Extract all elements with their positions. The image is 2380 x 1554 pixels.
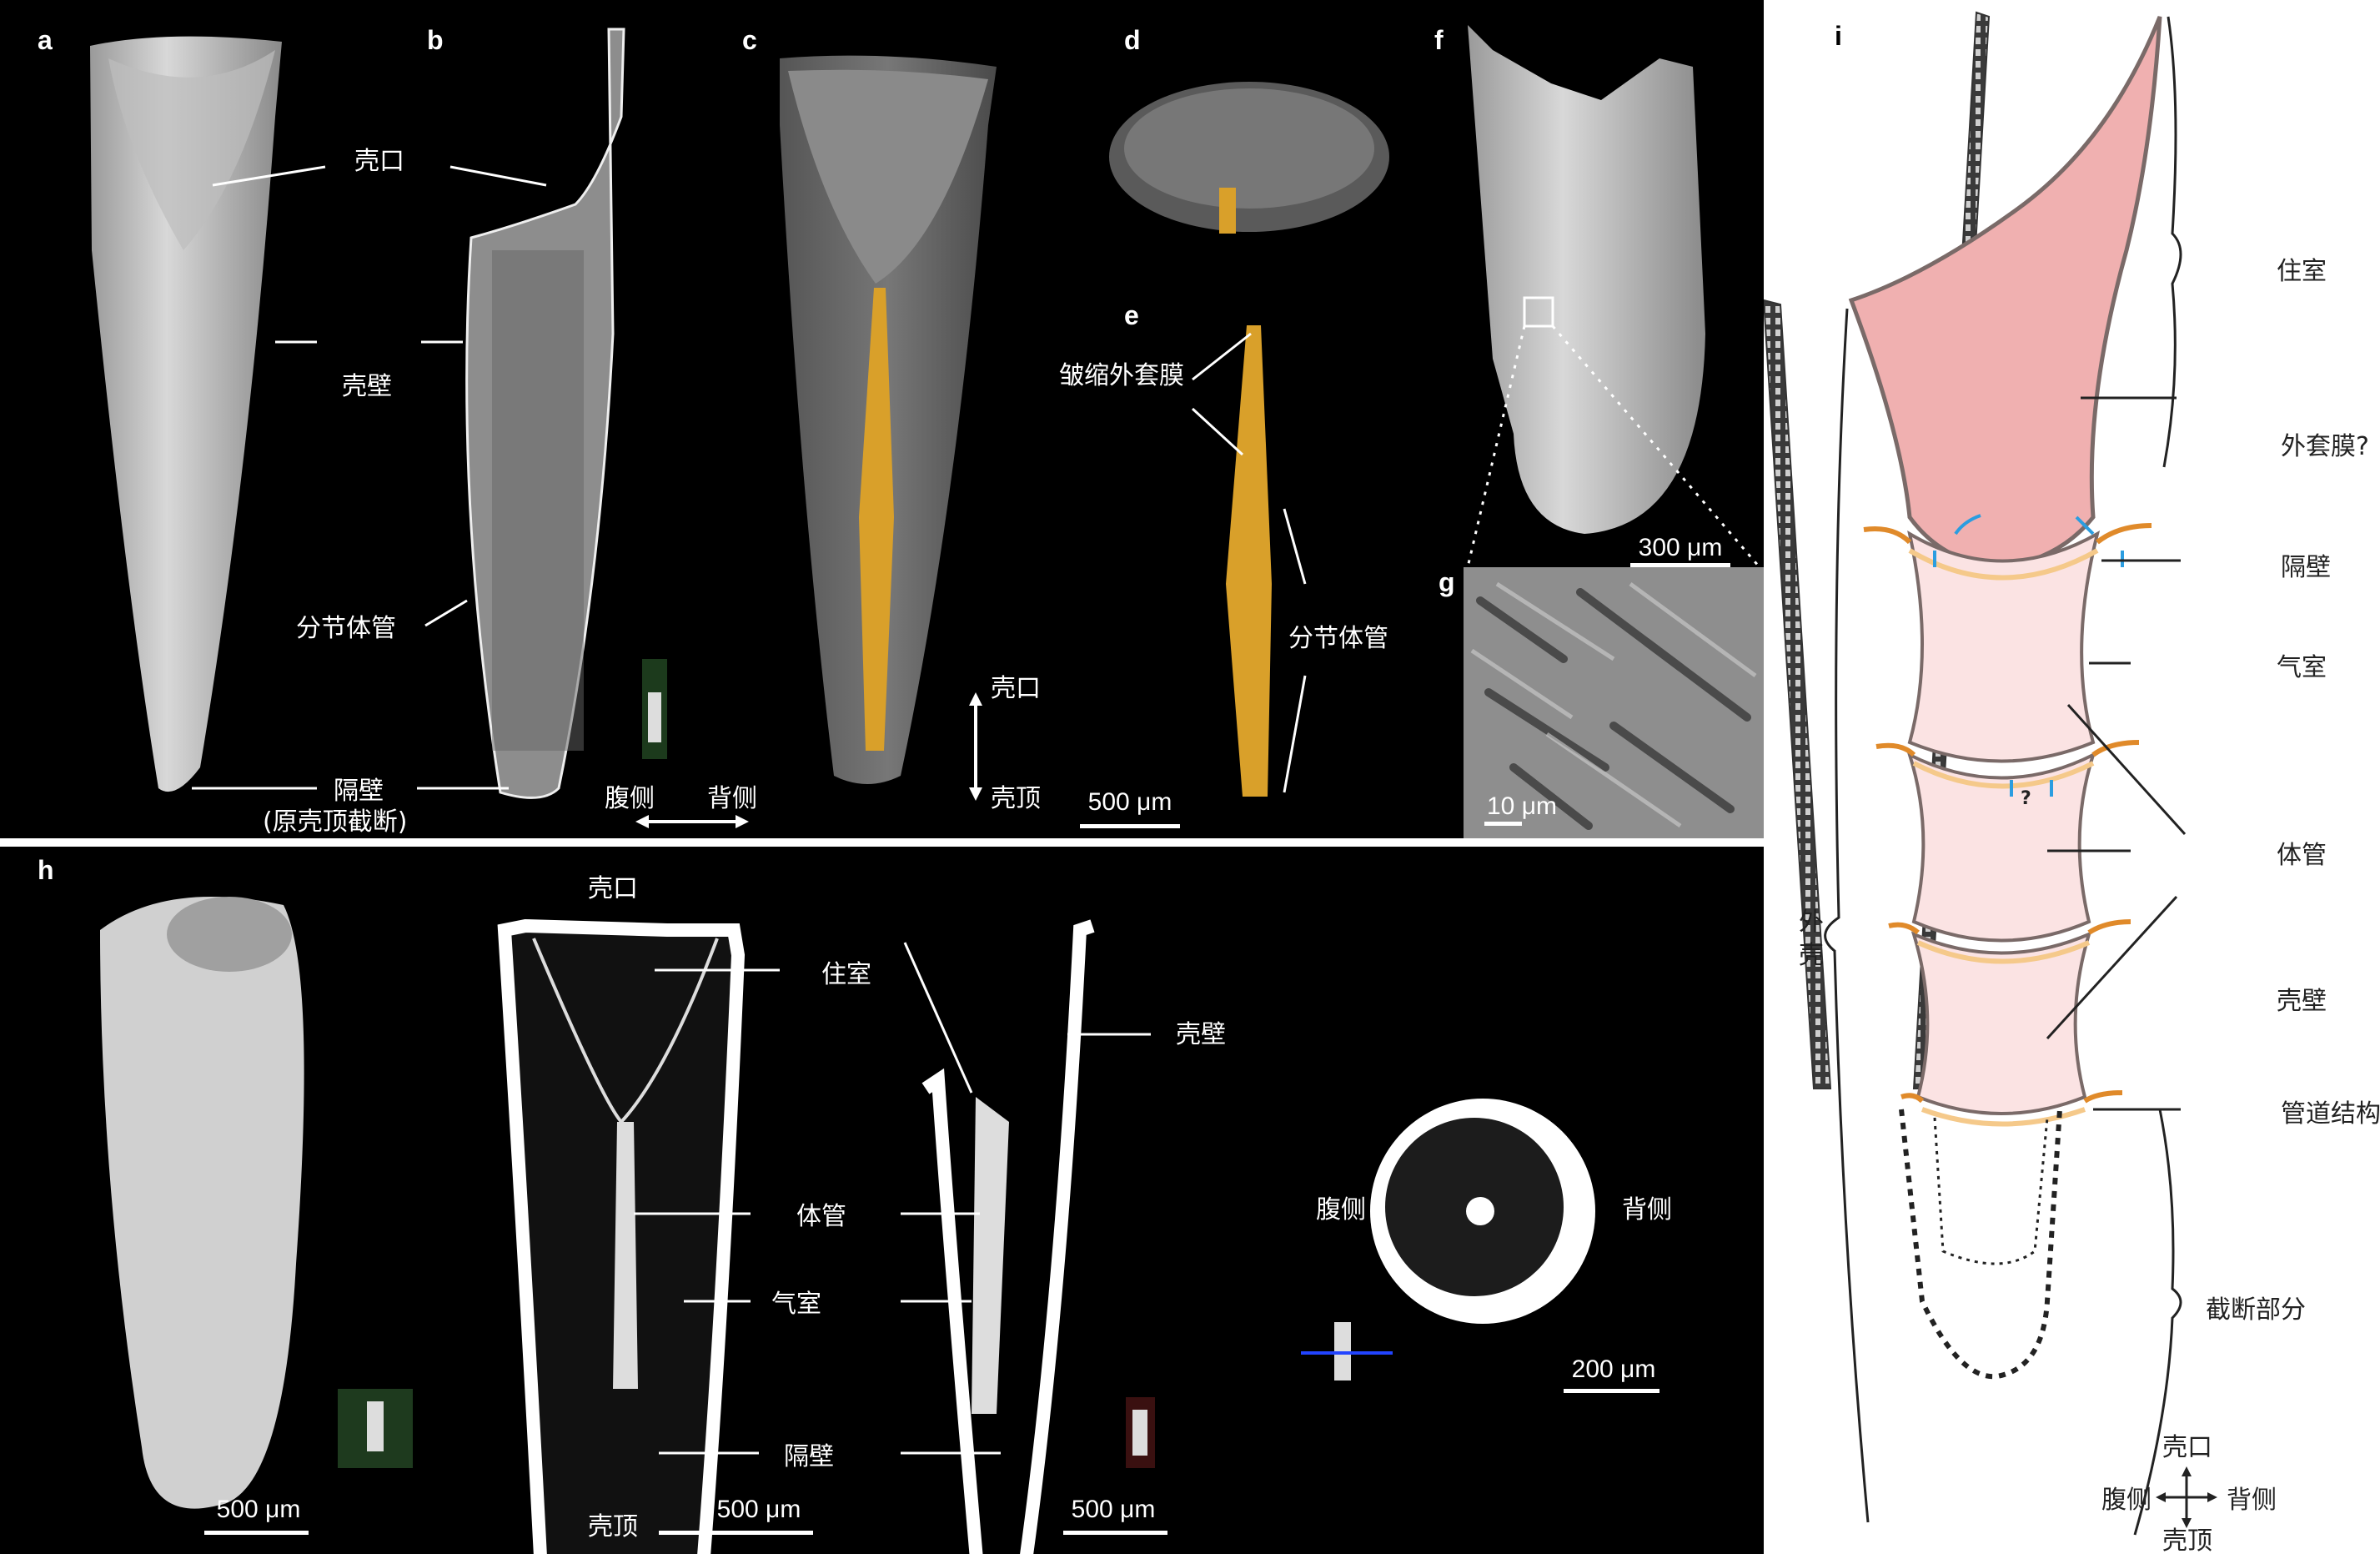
panel-label-c: c [742,25,757,55]
scale-label-f: 300 μm [1638,534,1723,561]
label-living-chamber-h: 住室 [821,960,871,989]
label-camera-h: 气室 [771,1290,821,1319]
label-septum-i: 隔壁 [2281,553,2331,582]
scale-label-h2: 500 μm [716,1496,801,1523]
panel-label-h: h [38,855,54,885]
label-wall-a: 壳壁 [342,372,392,401]
section-h2 [921,919,1095,1554]
panel-h: h 壳口 住室 壳壁 体管 气室 隔壁 壳顶 腹侧 背侧 500 μm 500 … [0,847,1764,1554]
scale-bar-f [1630,563,1730,567]
panel-label-g: g [1439,567,1455,597]
label-outer-shell-1: 外 [1799,908,1824,937]
label-aperture-h: 壳口 [588,874,638,903]
label-living-chamber-i: 住室 [2277,257,2327,286]
label-question: ? [2021,788,2031,809]
panel-label-a: a [38,25,53,55]
specimen-f [1468,25,1705,534]
panel-i: i 住室 外套膜? 隔壁 气室 体管 壳壁 管道结构 外 壳 截断部分 ? 壳口… [1764,0,2380,1554]
panel-g-texture [1464,567,1764,838]
panel-h-graphics [100,897,1595,1554]
label-wall-h: 壳壁 [1176,1020,1226,1049]
label-siphuncle-h: 体管 [796,1202,846,1231]
label-septum-h: 隔壁 [784,1442,834,1471]
panel-label-f: f [1434,25,1444,55]
camera-2 [1906,752,2096,943]
label-wall-i: 壳壁 [2277,987,2327,1016]
label-truncated-i: 截断部分 [2206,1295,2306,1325]
siphuncle-c [859,288,894,751]
panel-label-b: b [427,25,444,55]
siphuncle-e [1226,325,1272,797]
label-siphuncle-i: 体管 [2277,841,2327,870]
label-septum-a: 隔壁 [334,777,384,806]
label-wrinkled-mantle: 皱缩外套膜 [1059,361,1184,390]
camera-1 [1907,530,2101,763]
scale-bar-g [1484,822,1522,826]
label-septum-note: (原壳顶截断) [263,807,408,837]
label-ventral-top: 腹侧 [605,784,655,813]
label-dorsal-top: 背侧 [707,784,757,813]
scale-label-ce: 500 μm [1087,788,1172,816]
scale-bar-h4 [1564,1389,1659,1393]
label-aperture-arrow: 壳口 [991,674,1041,703]
panel-label-e: e [1124,300,1139,330]
truncated-outline [1899,1109,2062,1380]
specimen-h-3d [100,897,304,1509]
living-chamber-fill [1848,16,2162,570]
specimen-a [90,36,282,792]
label-ventral-h: 腹侧 [1316,1195,1366,1225]
scale-bar-h3 [1063,1531,1167,1535]
panel-label-i: i [1835,21,1842,51]
panel-label-d: d [1124,25,1141,55]
label-siphuncle-e: 分节体管 [1288,624,1388,653]
scale-bar-ce [1080,824,1180,828]
compass-up: 壳口 [2162,1433,2212,1462]
scale-label-h1: 500 μm [216,1496,301,1523]
label-outer-shell-2: 壳 [1799,941,1824,970]
panel-g: 10 μm [1464,567,1764,838]
panel-top: a b c d e f g 壳口 壳壁 分节体管 隔壁 (原壳顶截断) 腹侧 背… [0,0,1764,838]
label-mantle-i: 外套膜? [2281,432,2369,461]
scale-label-g: 10 μm [1487,792,1557,820]
label-dorsal-h: 背侧 [1622,1195,1672,1225]
scale-bar-h2 [659,1531,813,1535]
scale-label-h3: 500 μm [1071,1496,1156,1523]
shell-wall-left [1764,299,1832,1089]
label-apex-h: 壳顶 [588,1512,638,1541]
camera-3 [1911,931,2092,1115]
panel-i-diagram [1764,11,2217,1536]
panel-top-graphics [90,25,1761,828]
scale-bar-h1 [204,1531,309,1535]
label-aperture-a: 壳口 [354,147,404,176]
compass-left: 腹侧 [2101,1486,2152,1515]
compass-down: 壳顶 [2162,1526,2212,1554]
label-apex-arrow: 壳顶 [991,784,1041,813]
label-camera-i: 气室 [2277,653,2327,682]
label-siphuncle-b: 分节体管 [296,614,396,643]
scale-label-h4: 200 μm [1571,1355,1656,1383]
label-canal-i: 管道结构 [2281,1099,2380,1129]
compass-right: 背侧 [2227,1486,2277,1515]
